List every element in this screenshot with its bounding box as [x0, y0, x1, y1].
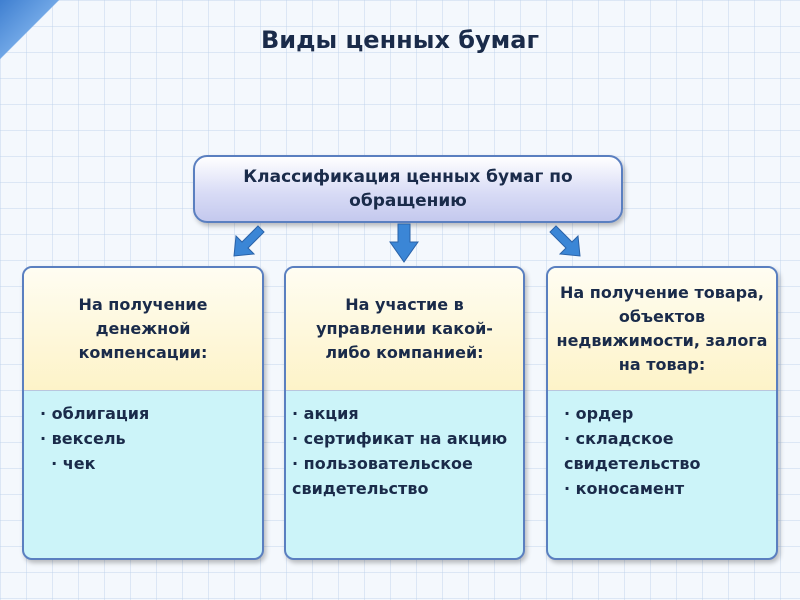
branch-items: · ордер · складское свидетельство · коно…	[548, 391, 776, 501]
list-item: · вексель	[40, 429, 126, 448]
branch-box-3: На получение товара, объектов недвижимос…	[546, 266, 778, 560]
list-item: · ордер	[564, 404, 634, 423]
list-item: · коносамент	[564, 479, 685, 498]
list-item: · складское свидетельство	[564, 429, 701, 473]
branch-items: · акция · сертификат на акцию · пользова…	[286, 391, 523, 501]
arrow-down-icon	[389, 223, 419, 263]
branch-heading: На получение денежной компенсации:	[24, 268, 262, 391]
page-title: Виды ценных бумаг	[260, 26, 540, 54]
arrow-down-left-icon	[233, 225, 265, 257]
corner-decoration	[0, 0, 60, 70]
list-item: · облигация	[40, 404, 150, 423]
list-item: · пользовательское свидетельство	[292, 454, 479, 498]
branch-box-2: На участие в управлении какой-либо компа…	[284, 266, 525, 560]
root-node-label: Классификация ценных бумаг по обращению	[243, 167, 573, 211]
root-node: Классификация ценных бумаг по обращению	[193, 155, 623, 223]
list-item: · сертификат на акцию	[292, 429, 508, 448]
branch-heading: На получение товара, объектов недвижимос…	[548, 268, 776, 391]
branch-box-1: На получение денежной компенсации: · обл…	[22, 266, 264, 560]
branch-items: · облигация · вексель · чек	[24, 391, 262, 476]
branch-heading: На участие в управлении какой-либо компа…	[286, 268, 523, 391]
list-item: · акция	[292, 404, 359, 423]
list-item: · чек	[40, 454, 96, 473]
arrow-down-right-icon	[549, 225, 581, 257]
